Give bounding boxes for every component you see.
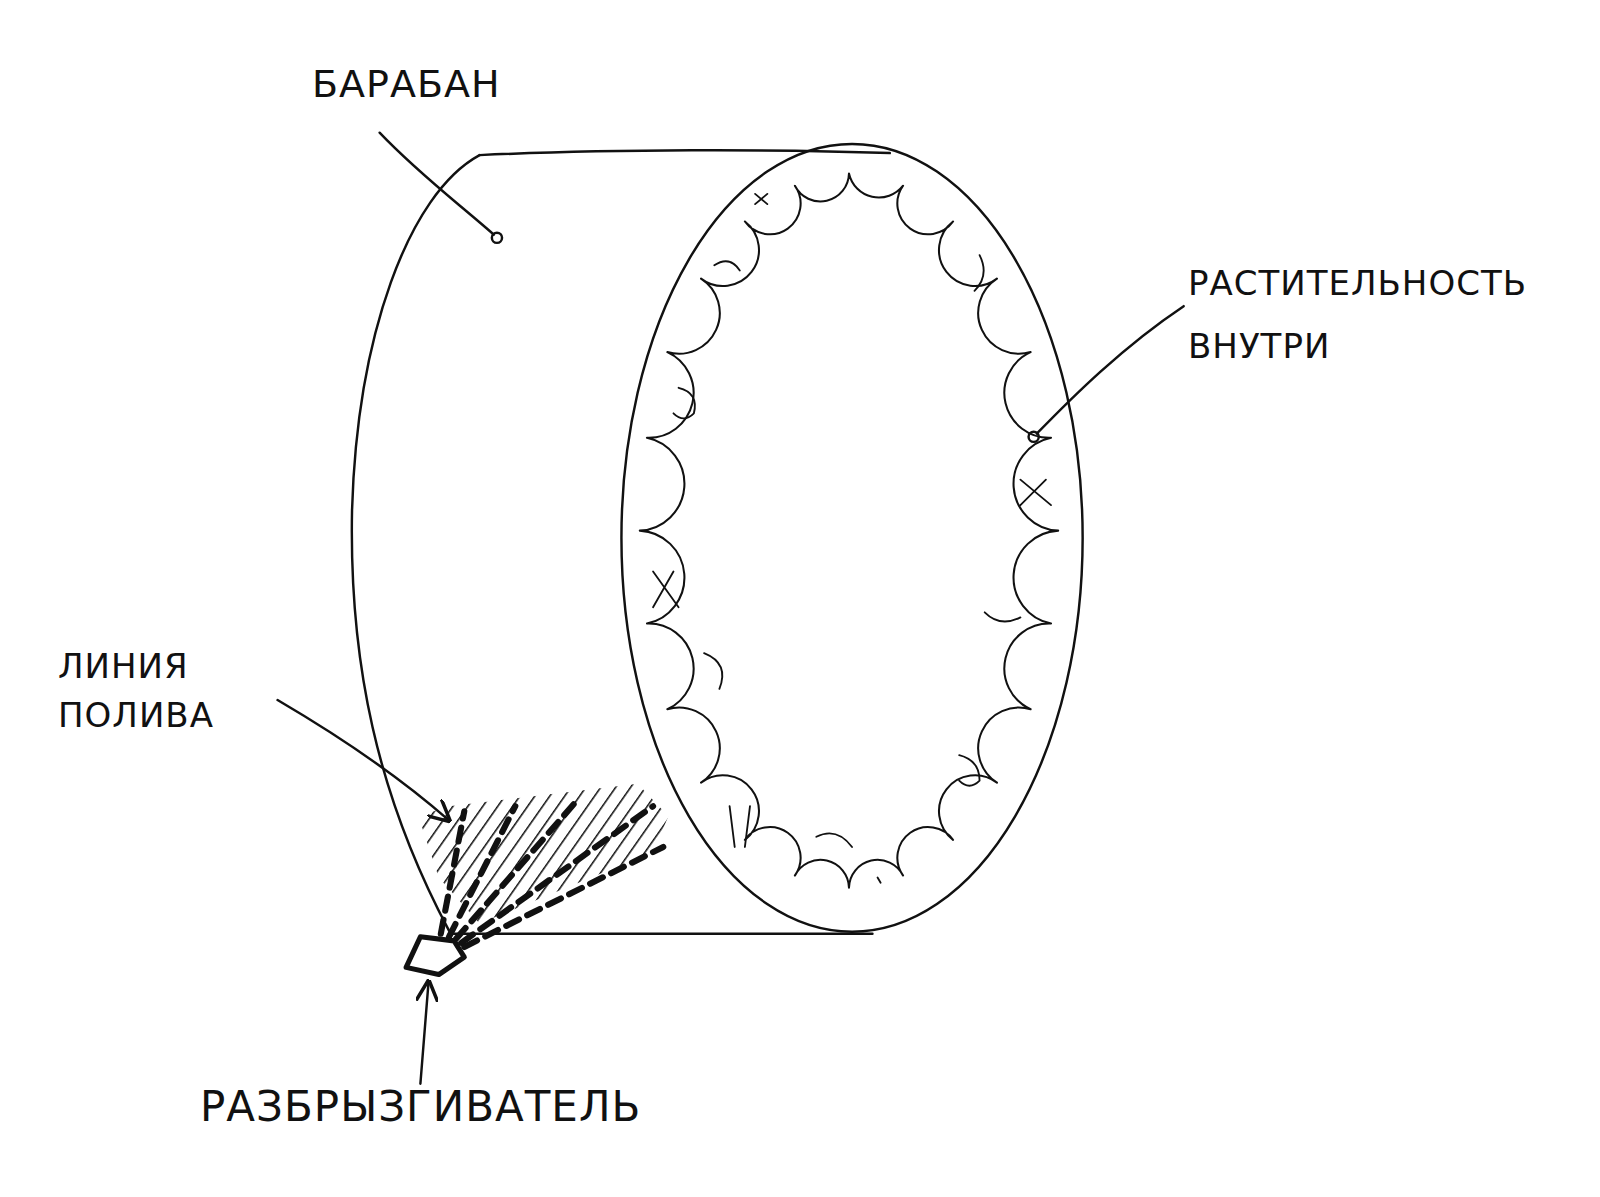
leader-dot	[1029, 432, 1039, 442]
leader-arrow	[278, 700, 449, 820]
vegetation-marks	[653, 194, 1051, 883]
part-label: БАРАБАН	[312, 62, 672, 108]
leader-line	[380, 133, 494, 235]
part-label: РАСТИТЕЛЬНОСТЬ ВНУТРИ	[1188, 252, 1583, 378]
part-label: ЛИНИЯ ПОЛИВА	[58, 642, 273, 741]
leader-arrow	[420, 982, 428, 1084]
drum-front-rim	[621, 144, 1082, 932]
vegetation-outline	[640, 174, 1058, 888]
leader-line	[1037, 306, 1184, 434]
sprinkler	[406, 937, 464, 975]
part-label: РАЗБРЫЗГИВАТЕЛЬ	[200, 1082, 760, 1132]
drum-top-edge	[480, 150, 890, 155]
leader-dot	[492, 233, 502, 243]
spray	[441, 801, 663, 947]
drum-bottom-edge	[449, 932, 872, 934]
